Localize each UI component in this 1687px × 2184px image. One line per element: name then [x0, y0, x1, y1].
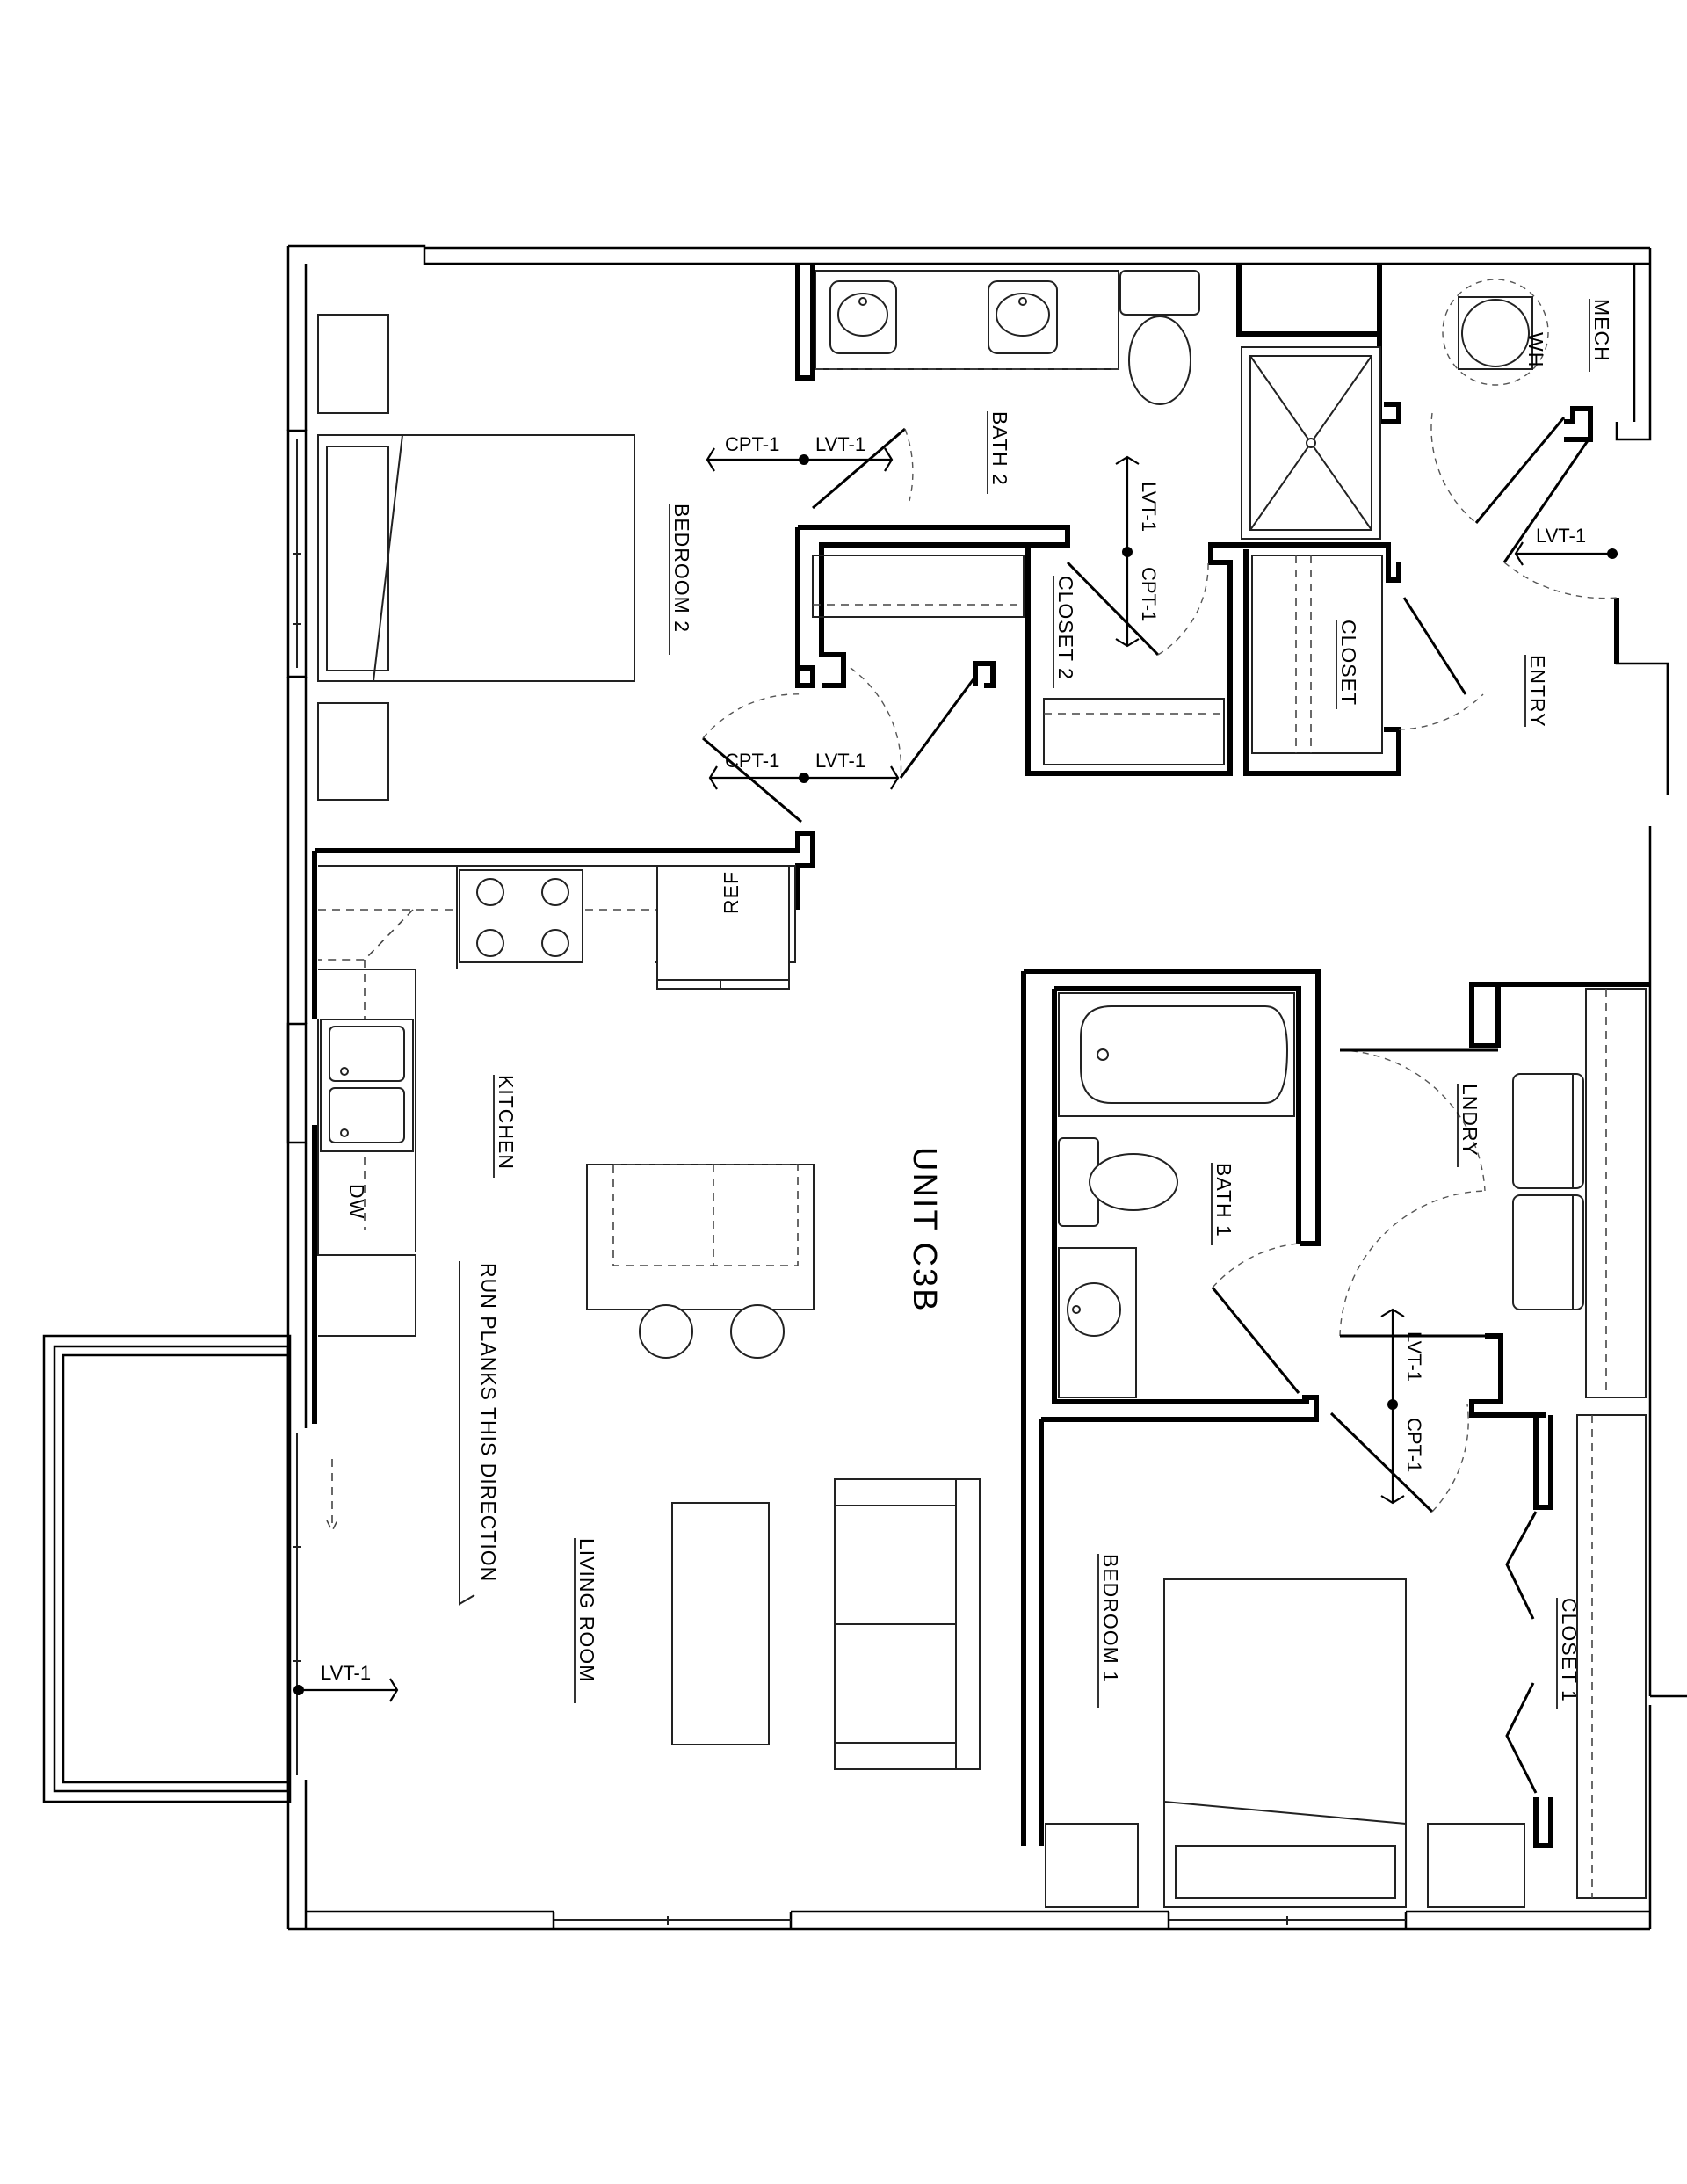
finish-tag-cpt: CPT-1: [1403, 1418, 1425, 1472]
room-label-closet-2: CLOSET 2: [1054, 576, 1077, 680]
finish-tag-lvt: LVT-1: [1403, 1331, 1425, 1382]
balcony: [42, 1334, 292, 1803]
plank-direction-arrow: [459, 1261, 475, 1606]
shower: [1241, 346, 1381, 540]
finish-tag-lvt: LVT-1: [1536, 525, 1586, 547]
finish-tag-cpt: CPT-1: [725, 750, 779, 772]
room-label-bedroom-2: BEDROOM 2: [670, 504, 693, 633]
finish-tag-lvt: LVT-1: [815, 433, 865, 455]
refrigerator-label: REF: [720, 871, 742, 914]
windows: [293, 439, 1406, 1925]
finish-tag-lvt: LVT-1: [1138, 482, 1160, 532]
closet-shelves: [812, 555, 1383, 765]
exterior-walls: [286, 244, 1687, 1931]
room-label-closet: CLOSET: [1337, 620, 1360, 706]
laundry-fixtures: [1512, 988, 1647, 1398]
room-label-bath-2: BATH 2: [988, 411, 1011, 486]
kitchen-fixtures: [317, 865, 815, 1359]
room-label-closet-1: CLOSET 1: [1558, 1598, 1581, 1702]
living-room-furniture: [671, 1478, 981, 1770]
closet-1-fixtures: [1576, 1414, 1647, 1899]
finish-tag-cpt: CPT-1: [1138, 567, 1160, 621]
finish-tags: CPT-1 LVT-1 CPT-1 LVT-1 LVT-1 CPT-1 LVT-…: [293, 433, 1618, 1702]
finish-tag-lvt: LVT-1: [815, 750, 865, 772]
bedroom-1-furniture: [1045, 1578, 1525, 1908]
water-heater: [1442, 279, 1549, 386]
room-label-lndry: LNDRY: [1459, 1084, 1481, 1157]
room-label-entry: ENTRY: [1526, 655, 1549, 728]
bath-2-fixtures: [815, 270, 1200, 405]
interior-walls: [312, 264, 1650, 1848]
unit-label: UNIT C3B: [906, 1147, 943, 1312]
bath-1-fixtures: [1058, 992, 1295, 1398]
room-label-bath-1: BATH 1: [1213, 1163, 1235, 1237]
room-label-bedroom-1: BEDROOM 1: [1099, 1554, 1122, 1683]
room-label-living-room: LIVING ROOM: [576, 1538, 598, 1682]
finish-tag-cpt: CPT-1: [725, 433, 779, 455]
finish-tag-lvt: LVT-1: [321, 1662, 371, 1684]
room-labels: BEDROOM 2 BATH 2 CLOSET 2 CLOSET MECH WH…: [345, 299, 1613, 1709]
room-label-kitchen: KITCHEN: [495, 1075, 518, 1170]
room-label-mech: MECH: [1590, 299, 1613, 362]
dishwasher-label: DW: [345, 1184, 368, 1219]
water-heater-label: WH: [1524, 332, 1547, 367]
plank-direction-note: RUN PLANKS THIS DIRECTION: [477, 1263, 500, 1582]
bedroom-2-furniture: [317, 314, 635, 801]
doors: [326, 412, 1618, 1794]
